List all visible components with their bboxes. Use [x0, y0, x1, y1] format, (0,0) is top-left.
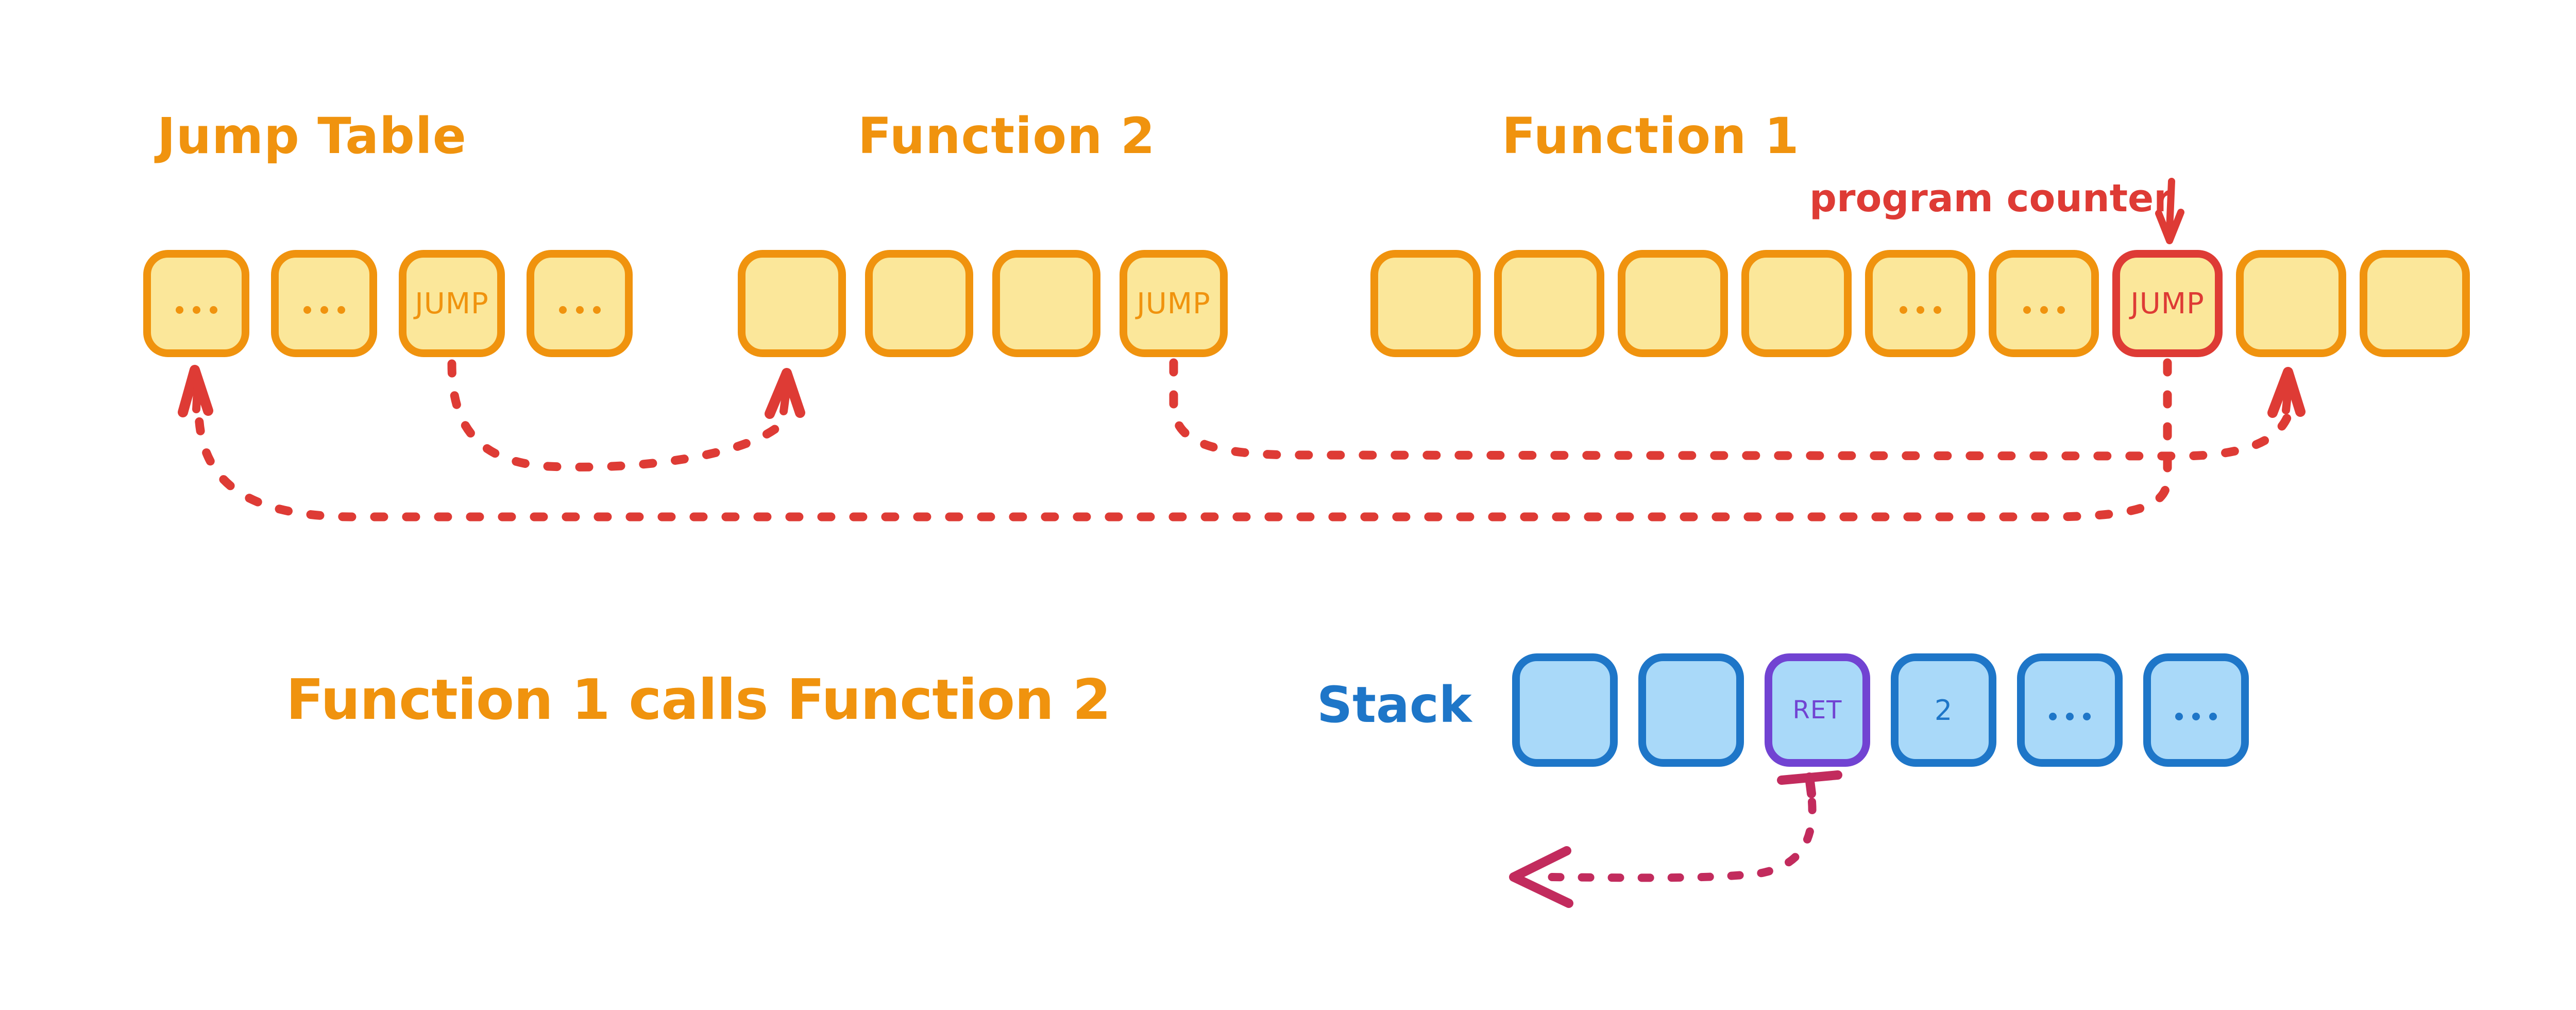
function1-cell-6 [1989, 250, 2099, 357]
ellipsis-dot-icon [2209, 712, 2217, 720]
ellipsis-dot-icon [2049, 712, 2057, 720]
ellipsis-dot-icon [2175, 712, 2183, 720]
ellipsis-dot-icon [575, 306, 584, 314]
ellipsis-dot-icon [2040, 306, 2048, 314]
jump-table-cell-1 [143, 250, 249, 357]
jump-table-cell-3-jump: JUMP [399, 250, 505, 357]
function1-cell-5 [1865, 250, 1975, 357]
function1-cell-9 [2360, 250, 2470, 357]
stack-label: Stack [1317, 676, 1472, 734]
stack-cell-4-2: 2 [1891, 653, 1996, 767]
ellipsis-dot-icon [2083, 712, 2091, 720]
function1-cell-7-jump: JUMP [2112, 250, 2223, 357]
function1-cell-4 [1741, 250, 1852, 357]
program-counter-label: program counter [1809, 176, 2173, 221]
function1-cell-2 [1494, 250, 1604, 357]
ellipsis-dot-icon [2057, 306, 2065, 314]
ellipsis-dot-icon [320, 306, 328, 314]
ellipsis-dot-icon [337, 306, 345, 314]
jump-table-cell-4 [527, 250, 633, 357]
stack-cell-5 [2017, 653, 2123, 767]
function1-title: Function 1 [1502, 107, 1800, 165]
ellipsis-dot-icon [175, 306, 183, 314]
arrow-function1-to-jump-table [178, 358, 2172, 521]
function2-row: JUMP [738, 250, 1228, 357]
ellipsis-dot-icon [2192, 712, 2200, 720]
arrowhead-up-jump-table-icon [178, 365, 213, 417]
arrow-jump-table-to-function2 [447, 359, 805, 472]
arrow-function2-to-function1-return [1169, 358, 2306, 461]
ellipsis-dot-icon [303, 306, 311, 314]
function2-cell-4-jump: JUMP [1120, 250, 1228, 357]
arrowhead-up-function1-icon [2267, 367, 2306, 418]
stack-cell-6 [2143, 653, 2249, 767]
stack-cell-3-ret: RET [1765, 653, 1870, 767]
function2-title: Function 2 [858, 107, 1156, 165]
stack-ret-arrow [1509, 770, 1842, 908]
stack-cell-2 [1638, 653, 1744, 767]
ellipsis-dot-icon [2023, 306, 2031, 314]
jump-table-cell-2 [271, 250, 377, 357]
jump-table-title: Jump Table [157, 107, 467, 165]
ellipsis-dot-icon [1916, 306, 1924, 314]
ellipsis-dot-icon [209, 306, 217, 314]
ellipsis-dot-icon [1933, 306, 1941, 314]
ellipsis-dot-icon [2066, 712, 2074, 720]
function2-cell-2 [865, 250, 973, 357]
function2-cell-1 [738, 250, 846, 357]
arrowhead-left-icon [1509, 846, 1573, 908]
function1-row: JUMP [1370, 250, 2470, 357]
stack-cell-1 [1512, 653, 1618, 767]
arrowhead-up-function2-icon [765, 368, 805, 419]
ellipsis-dot-icon [1899, 306, 1907, 314]
function1-cell-1 [1370, 250, 1481, 357]
function2-cell-3 [992, 250, 1100, 357]
ellipsis-dot-icon [558, 306, 567, 314]
caption-title: Function 1 calls Function 2 [286, 668, 1111, 732]
jump-table-row: JUMP [143, 250, 633, 357]
ellipsis-dot-icon [192, 306, 200, 314]
function1-cell-3 [1618, 250, 1728, 357]
ellipsis-dot-icon [592, 306, 601, 314]
function1-cell-8 [2236, 250, 2346, 357]
